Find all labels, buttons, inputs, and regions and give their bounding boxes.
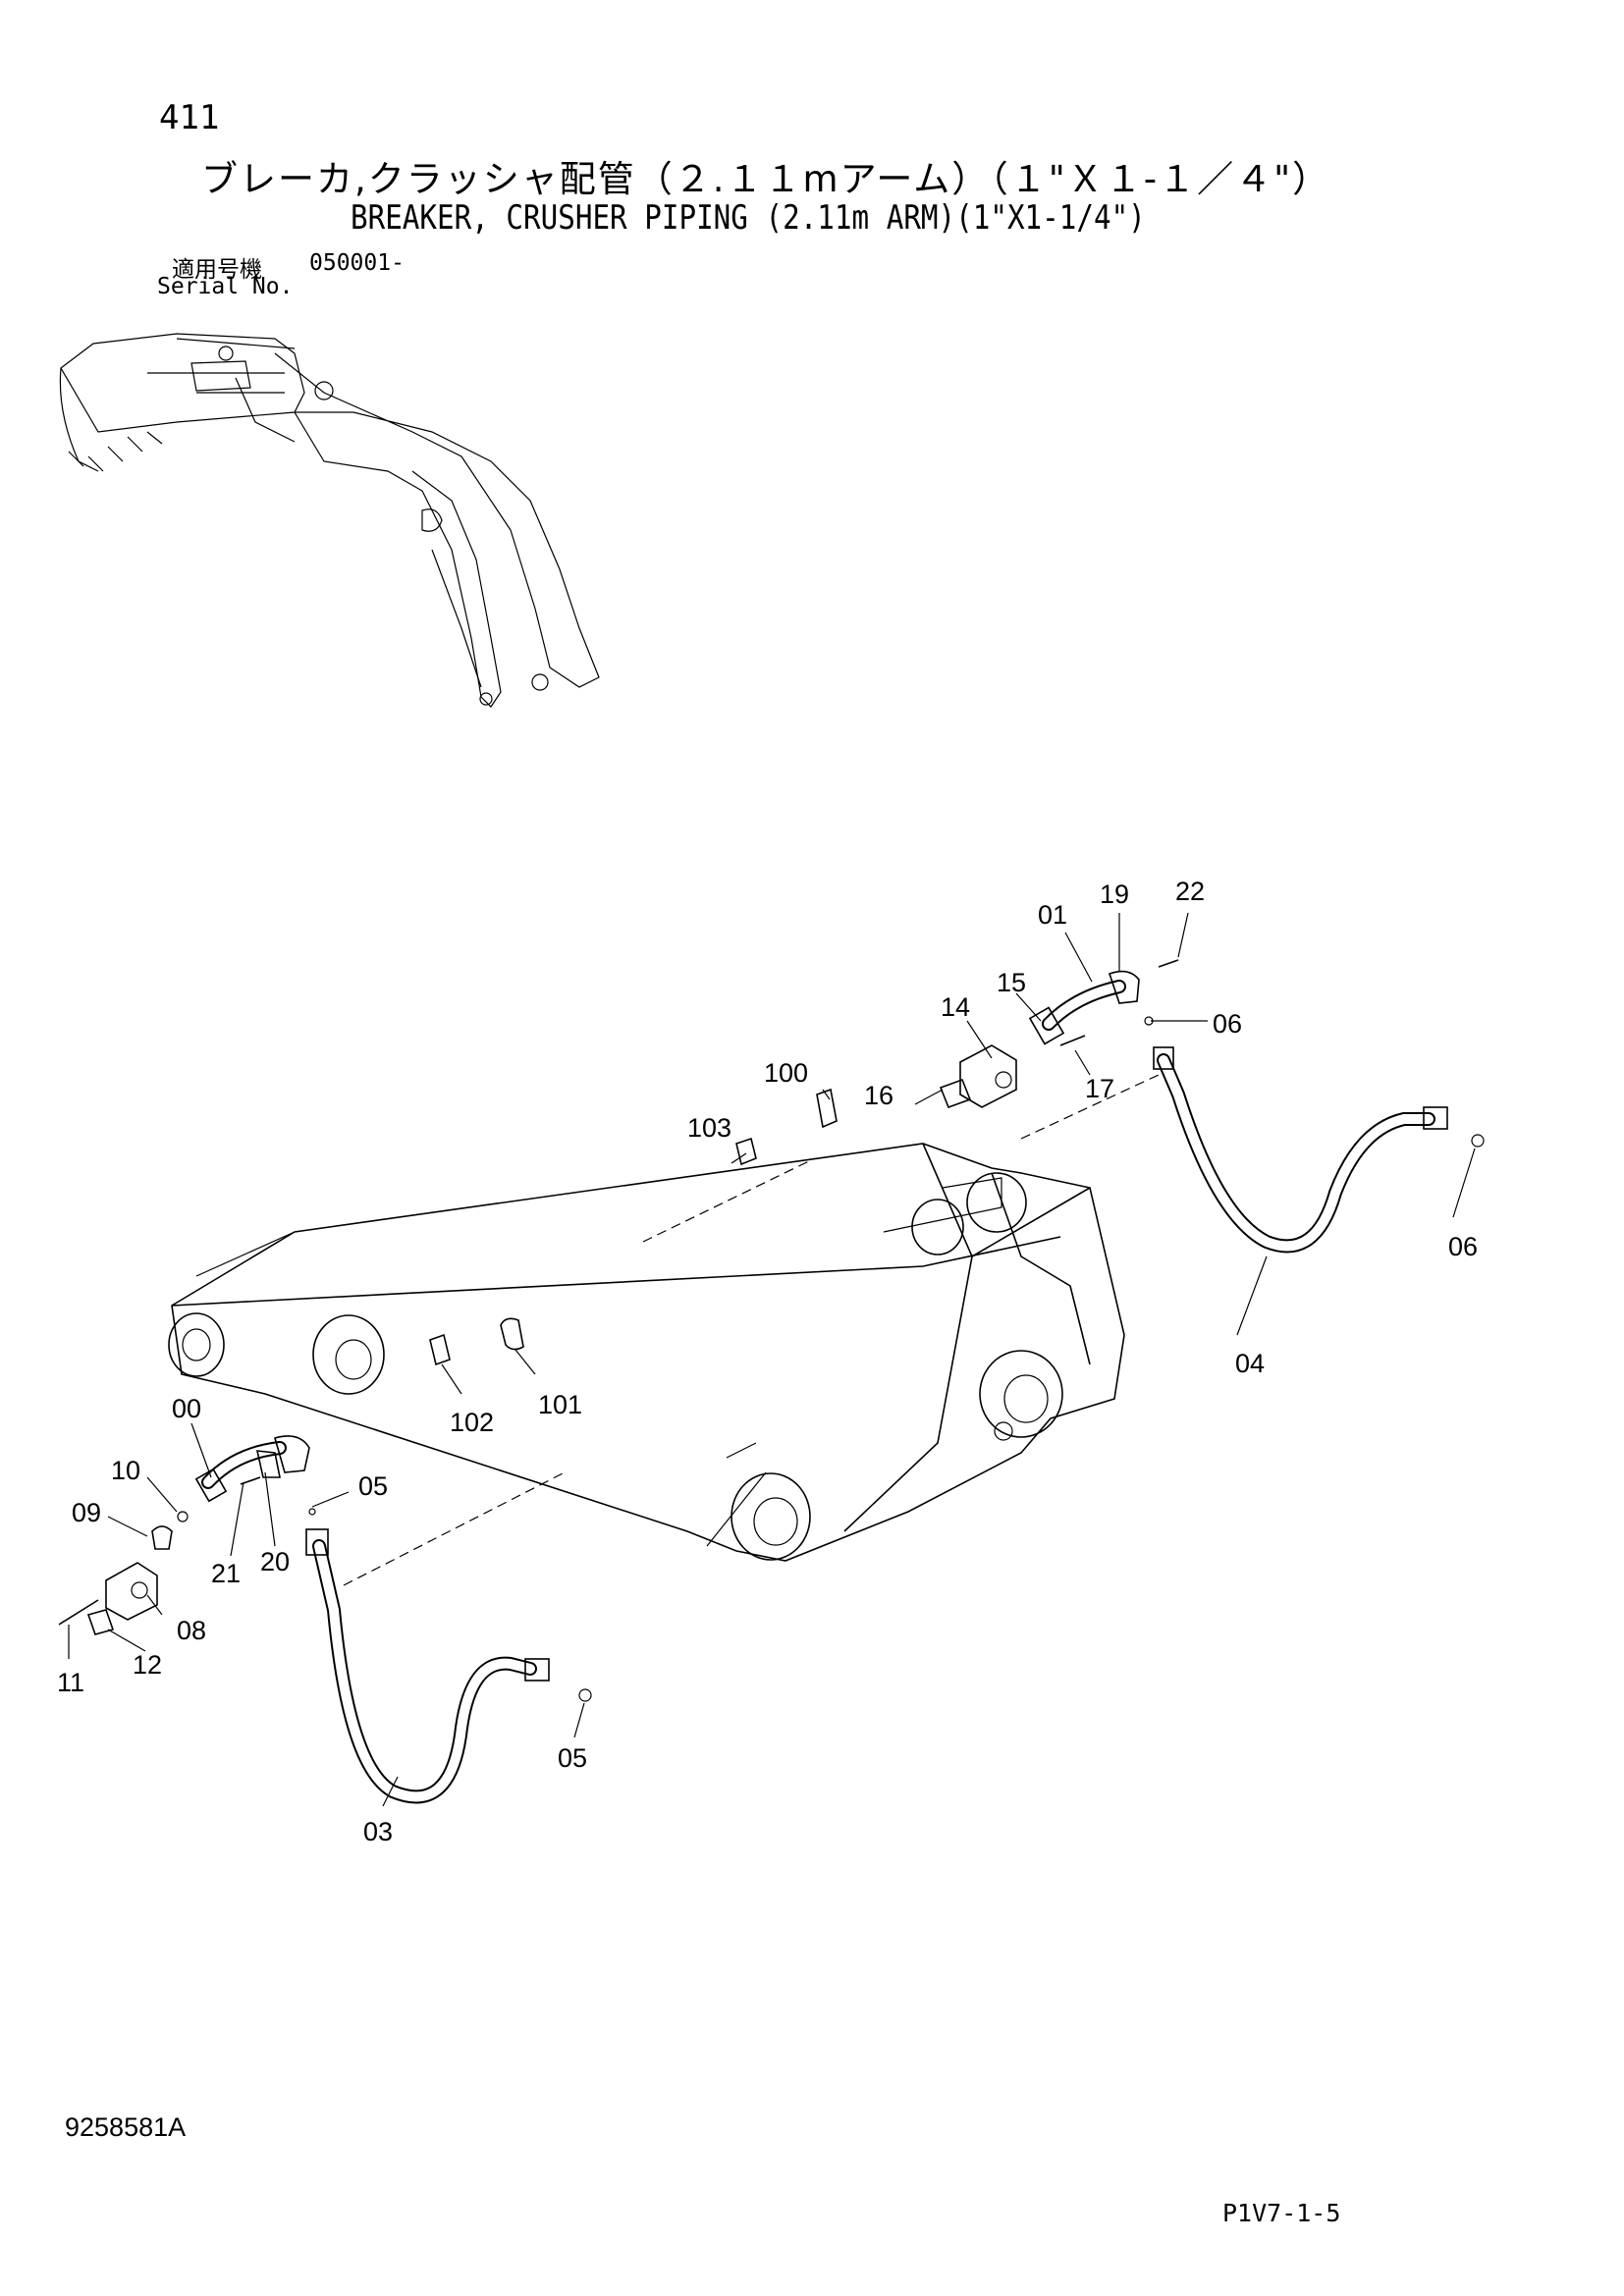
callout-19: 19 <box>1100 880 1129 909</box>
arm-body <box>168 1074 1160 1586</box>
page-code: P1V7-1-5 <box>1222 2199 1341 2227</box>
hose-03 <box>305 1528 592 1804</box>
callout-17: 17 <box>1085 1074 1114 1103</box>
callout-20: 20 <box>260 1547 290 1576</box>
callout-102: 102 <box>450 1408 494 1437</box>
callout-05-lower: 05 <box>558 1743 587 1773</box>
callout-00: 00 <box>172 1394 201 1423</box>
page-number: 411 <box>159 98 220 137</box>
callout-01: 01 <box>1038 900 1067 930</box>
serial-label-english: Serial No. <box>157 274 294 299</box>
callout-04: 04 <box>1235 1349 1265 1378</box>
callouts: 01 19 22 15 14 06 17 100 16 103 06 04 10… <box>57 877 1478 1846</box>
callout-11: 11 <box>57 1668 84 1697</box>
callout-06-right: 06 <box>1448 1232 1478 1261</box>
callout-22: 22 <box>1175 877 1205 906</box>
callout-21: 21 <box>211 1559 241 1588</box>
callout-15: 15 <box>997 968 1026 997</box>
callout-05-upper: 05 <box>358 1471 388 1501</box>
serial-label-japanese: 適用号機 <box>172 257 262 283</box>
title-japanese: ブレーカ,クラッシャ配管（２.１１mアーム）（１"Ｘ１-１／４"） <box>201 158 1331 200</box>
callout-09: 09 <box>72 1498 101 1527</box>
callout-101: 101 <box>538 1390 582 1419</box>
lower-fittings <box>58 1435 316 1635</box>
hose-04 <box>1153 1046 1485 1254</box>
callout-08: 08 <box>177 1616 206 1645</box>
title-english: BREAKER, CRUSHER PIPING (2.11m ARM)(1"X1… <box>351 198 1146 238</box>
callout-100: 100 <box>764 1058 808 1088</box>
callout-103: 103 <box>687 1113 731 1143</box>
document-number: 9258581A <box>65 2112 187 2142</box>
callout-16: 16 <box>864 1081 893 1110</box>
callout-10: 10 <box>111 1456 140 1485</box>
callout-06-upper: 06 <box>1213 1009 1242 1039</box>
serial-value: 050001- <box>309 250 405 276</box>
callout-03: 03 <box>363 1817 393 1846</box>
overview-sketch <box>59 333 600 708</box>
callout-14: 14 <box>941 992 970 1022</box>
upper-fittings <box>735 959 1179 1166</box>
leader-lines <box>68 912 1476 1807</box>
callout-12: 12 <box>133 1650 162 1680</box>
